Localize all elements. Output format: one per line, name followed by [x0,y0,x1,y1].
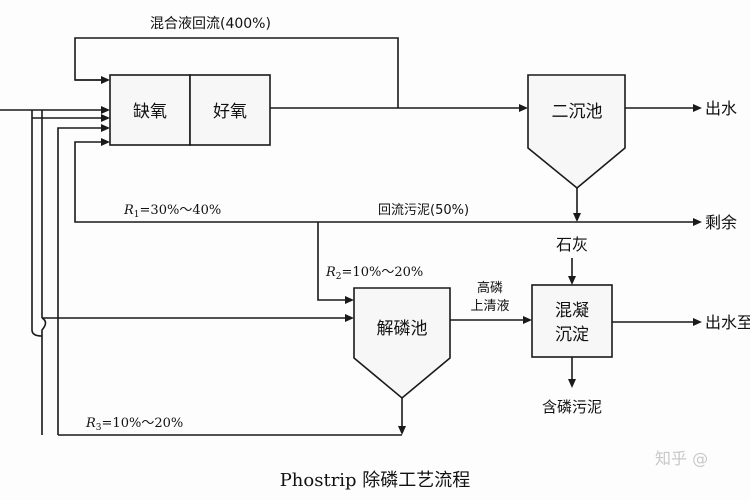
supernatant-label: 上清液 [470,299,509,314]
r3-label: R3=10%～20% [85,416,183,433]
r2-branch-line [317,222,348,301]
r3-arrow [101,124,110,132]
aerobic-to-clarifier-arrow [519,104,528,112]
lime-label: 石灰 [556,235,588,254]
bypass-vertical-b [31,110,43,337]
effluent-1-label: 出水 [705,99,737,118]
high-p-label: 高磷 [477,280,503,296]
r2-label: R2=10%～20% [325,265,423,282]
coagulation-sedimentation-tank [531,284,613,358]
effluent-1-arrow [693,104,702,112]
secondary-clarifier [527,74,626,190]
return-sludge-line [74,141,695,223]
mixed-recycle-label: 混合液回流(400%) [150,16,271,32]
bypass-inlet-arrow [101,114,110,122]
influent-arrow [101,106,110,114]
p-sludge-label: 含磷污泥 [542,398,602,416]
lime-arrow [568,276,576,285]
r1-label: R1=30%～40% [123,203,221,220]
aerobic-tank [189,74,271,146]
r3-riser [57,127,104,435]
anoxic-label: 缺氧 [133,102,167,122]
effluent-2-arrow [693,318,702,326]
coagulation-label-line2: 沉淀 [555,325,589,345]
stripper-label: 解磷池 [377,319,428,339]
r1-arrow [101,138,110,146]
secondary-clarifier-label: 二沉池 [552,102,603,122]
excess-label: 剩余 [705,213,737,232]
effluent-2-label: 出水至 [705,313,750,332]
p-sludge-arrow [568,379,576,388]
supernatant-arrow [523,316,532,324]
stripper-feed-arrow [345,314,354,322]
return-sludge-label: 回流污泥(50%) [378,203,469,218]
excess-sludge-arrow [693,218,702,226]
mixed-recycle-arrow [101,76,110,84]
r2-arrow [345,296,354,304]
bypass-crossover [41,317,47,435]
anoxic-tank [109,74,191,146]
aerobic-label: 好氧 [213,102,247,122]
clarifier-underflow-arrow [573,213,581,222]
coagulation-label-line1: 混凝 [555,301,589,321]
phosphorus-stripper [353,287,451,400]
stripper-underflow-arrow [398,426,406,435]
diagram-title: Phostrip 除磷工艺流程 [280,470,471,491]
watermark: 知乎 @ [655,449,708,468]
